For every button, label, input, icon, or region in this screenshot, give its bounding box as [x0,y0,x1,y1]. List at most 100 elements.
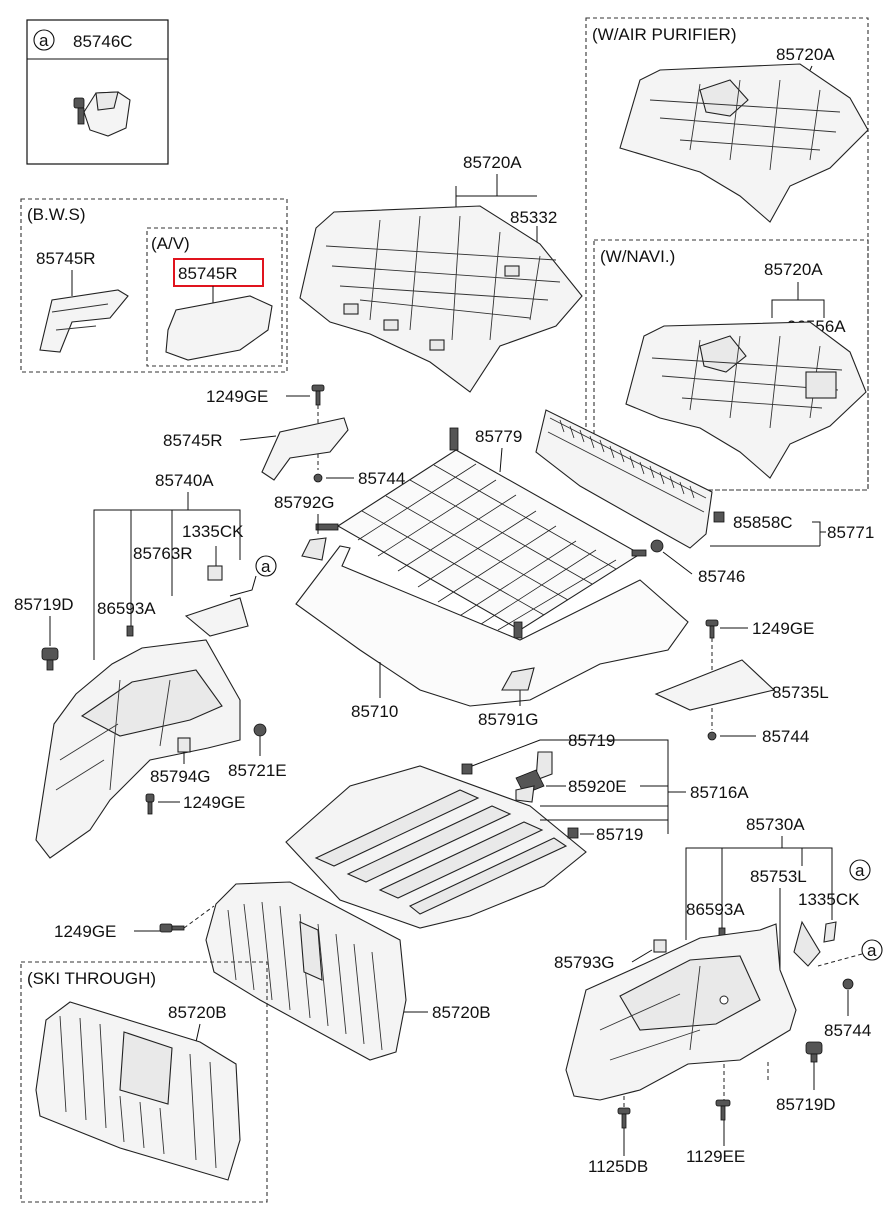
ski-through-title: (SKI THROUGH) [27,969,156,988]
rear-shelf-navi [625,321,867,479]
clip-85794g [177,737,191,753]
part-label-1249ge-left: 1249GE [183,793,245,812]
part-label-85720a-air: 85720A [776,45,835,64]
bolt-1249ge-mid [705,619,719,639]
hook-85791g [501,667,535,691]
part-label-85740a: 85740A [155,471,214,490]
part-label-85771: 85771 [827,523,874,542]
part-label-85746: 85746 [698,567,745,586]
bracket-85745r-bws [39,289,129,353]
bolt-1249ge [311,384,325,406]
screw-1125db [617,1107,631,1129]
part-label-85753l: 85753L [750,867,807,886]
rear-shelf-air-purifier [619,63,869,223]
clip-85744 [313,473,323,483]
panel-85735l [654,659,776,711]
clip-85721e [253,723,267,737]
part-label-85763r: 85763R [133,544,193,563]
part-label-85858c: 85858C [733,513,793,532]
floor-board-85716a [285,765,587,929]
callout-circle-a-right [861,939,883,961]
part-label-85721e: 85721E [228,761,287,780]
av-title: (A/V) [151,234,190,253]
part-label-85792g: 85792G [274,493,335,512]
pad-85745r-av [165,295,273,361]
part-label-85794g: 85794G [150,767,211,786]
callout-letter-left: a [261,557,271,576]
callout-letter: a [39,31,49,50]
clip-85719-bot [567,827,579,839]
part-label-85745r: 85745R [163,431,223,450]
part-label-85719-bot: 85719 [596,825,643,844]
plate-85753l [793,920,821,967]
ski-through-box: (SKI THROUGH) 85720B [20,961,268,1203]
part-label-85332: 85332 [510,208,557,227]
part-label-85719d-right: 85719D [776,1095,836,1114]
part-label-1335ck-right: 1335CK [798,890,860,909]
part-label-1249ge-top: 1249GE [206,387,268,406]
bolt-1249ge-low [159,923,185,933]
air-purifier-box: (W/AIR PURIFIER) 85720A (W/NAVI.) 85720A… [585,17,869,491]
bws-title: (B.W.S) [27,205,86,224]
part-label-85744-right: 85744 [824,1021,871,1040]
callout-letter-right-top: a [855,861,865,880]
part-label-1129ee: 1129EE [686,1147,745,1166]
part-label-85745r-av: 85745R [178,264,238,283]
part-label-85744-top: 85744 [358,469,405,488]
part-label-1249ge-low: 1249GE [54,922,116,941]
side-trim-85730a [565,923,797,1101]
part-label-85716a: 85716A [690,783,749,802]
part-label-85720a: 85720A [463,153,522,172]
seat-back-ski-through [35,1001,241,1181]
air-purifier-title: (W/AIR PURIFIER) [592,25,737,44]
plate-85763r [184,597,249,637]
clip-85744-mid [707,731,717,741]
bws-box: (B.W.S) 85745R (A/V) 85745R [20,198,288,373]
clip-part-icon [73,91,131,137]
part-label-85730a: 85730A [746,815,805,834]
highlighted-part-box [173,258,264,287]
rear-shelf-85720a [299,205,583,393]
part-label-85719d-left: 85719D [14,595,74,614]
clip-85858c [713,511,725,523]
part-label-85744-mid: 85744 [762,727,809,746]
part-label-1335ck-left: 1335CK [182,522,244,541]
callout-circle-a-left [255,555,277,577]
part-label-85710: 85710 [351,702,398,721]
cargo-net-85779 [315,427,647,639]
part-label-85779: 85779 [475,427,522,446]
fastener-85719d-left [41,647,59,671]
callout-letter-right: a [867,941,877,960]
screw-1129ee [715,1099,731,1121]
clip-85744-right [842,978,854,990]
part-label-85720b-ski: 85720B [168,1003,227,1022]
side-trim-85740a [35,639,241,859]
callout-circle-a-right-top [849,859,871,881]
strip-85771 [535,409,713,549]
clip-85746c-box: a 85746C [26,19,169,165]
clip-85793g [653,939,667,953]
fastener-85719d-right [805,1041,823,1063]
part-label-85746c: 85746C [73,32,133,51]
part-label-85791g: 85791G [478,710,539,729]
part-label-85920e: 85920E [568,777,627,796]
clip-86593a-left [126,625,134,637]
clip-85719-top [461,763,473,775]
trunk-mat-85710 [295,545,689,707]
part-label-85745r-bws: 85745R [36,249,96,268]
part-label-85793g: 85793G [554,953,615,972]
grommet-85746 [650,539,664,553]
clip-1335ck-left [207,565,223,581]
part-label-85720a-navi: 85720A [764,260,823,279]
part-label-86593a-right: 86593A [686,900,745,919]
navi-title: (W/NAVI.) [600,247,675,266]
bolt-1249ge-left [145,793,155,815]
part-label-85720b: 85720B [432,1003,491,1022]
part-label-1125db: 1125DB [588,1157,648,1176]
seat-back-85720b [205,881,407,1061]
part-label-1249ge-mid: 1249GE [752,619,814,638]
clip-1335ck-right [823,921,837,943]
part-label-85735l: 85735L [772,683,829,702]
